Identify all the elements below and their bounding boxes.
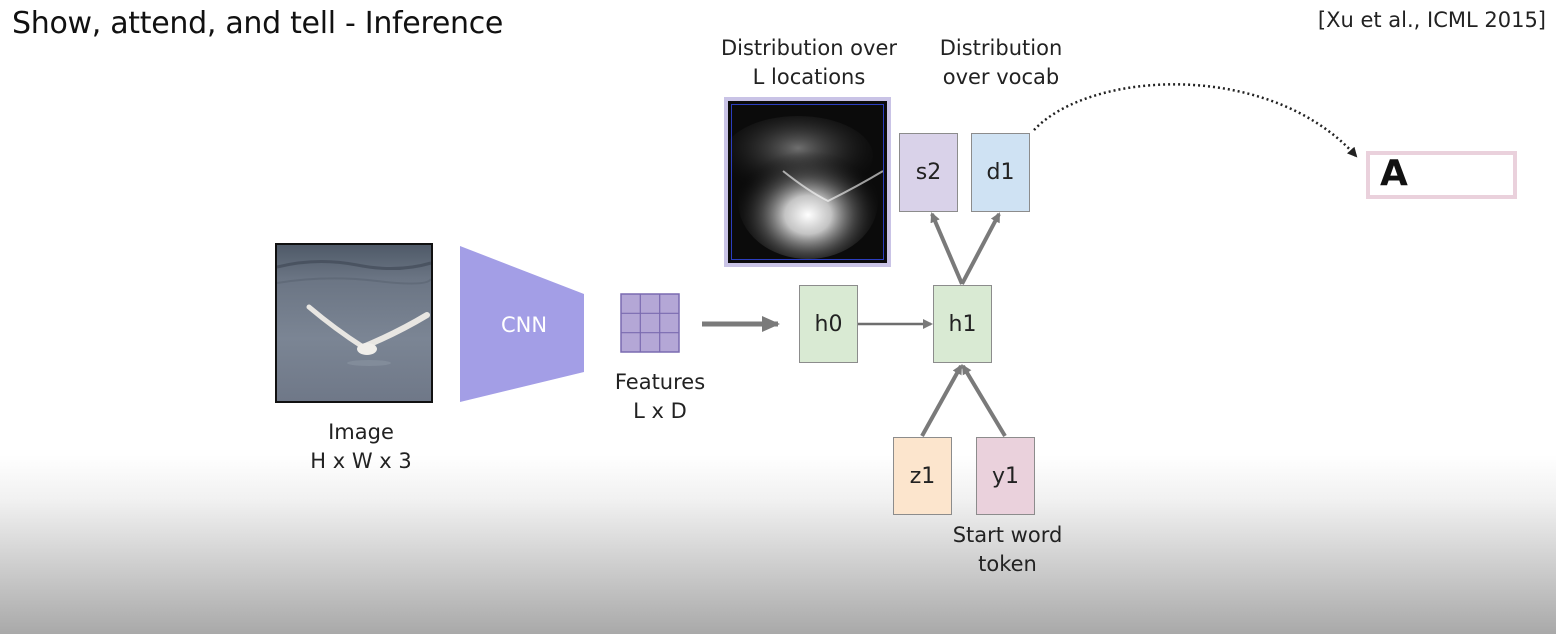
attention-heatmap xyxy=(728,101,887,263)
vocab-label-line1: Distribution xyxy=(939,36,1063,60)
attention-label: Distribution over L locations xyxy=(706,34,912,92)
arrow-h1-to-s2 xyxy=(930,212,964,285)
bird-photo xyxy=(277,259,431,366)
node-s2: s2 xyxy=(899,133,958,212)
cnn-block: CNN xyxy=(460,246,584,402)
vocab-label-line2: over vocab xyxy=(942,65,1060,89)
input-image xyxy=(275,243,433,403)
arrow-z1-to-h1 xyxy=(920,364,963,437)
node-h0: h0 xyxy=(799,285,858,363)
output-word: A xyxy=(1380,153,1408,194)
node-z1: z1 xyxy=(893,437,952,515)
output-word-box: A xyxy=(1366,151,1517,199)
node-h1: h1 xyxy=(933,285,992,363)
arrow-h1-to-d1 xyxy=(960,212,1001,285)
slide-title: Show, attend, and tell - Inference xyxy=(12,6,503,41)
attention-map-image xyxy=(724,97,891,267)
attention-label-line1: Distribution over xyxy=(720,36,898,60)
cnn-label: CNN xyxy=(501,313,547,337)
arrow-y1-to-h1 xyxy=(961,364,1007,438)
start-token-label: Start word token xyxy=(930,521,1085,579)
feature-grid xyxy=(620,293,680,353)
image-label-line2: H x W x 3 xyxy=(310,449,412,473)
title-main: Show, attend, and tell xyxy=(12,6,336,41)
features-label: Features L x D xyxy=(595,368,725,426)
features-label-line2: L x D xyxy=(633,399,687,423)
title-sub: Inference xyxy=(364,6,504,41)
attention-frame xyxy=(731,104,884,260)
start-token-label-line1: Start word xyxy=(952,523,1063,547)
image-label-line1: Image xyxy=(328,420,394,444)
image-label: Image H x W x 3 xyxy=(275,418,447,476)
citation: [Xu et al., ICML 2015] xyxy=(1317,8,1546,32)
node-d1: d1 xyxy=(971,133,1030,212)
arrow-d1-to-output xyxy=(1033,83,1358,158)
title-separator: - xyxy=(335,6,365,41)
node-y1: y1 xyxy=(976,437,1035,515)
attention-label-line2: L locations xyxy=(752,65,866,89)
vocab-label: Distribution over vocab xyxy=(920,34,1082,92)
features-label-line1: Features xyxy=(614,370,706,394)
start-token-label-line2: token xyxy=(978,552,1037,576)
